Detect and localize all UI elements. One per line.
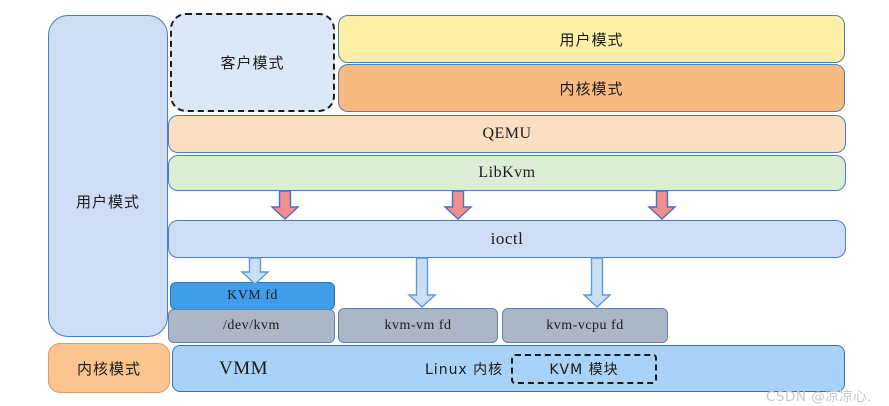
libkvm-label: LibKvm bbox=[478, 164, 536, 181]
red-down-arrow-icon-3 bbox=[647, 190, 677, 220]
left-kernel-mode-box: 内核模式 bbox=[48, 343, 170, 393]
left-user-mode-panel: 用户模式 bbox=[48, 15, 168, 337]
ioctl-label: ioctl bbox=[490, 229, 524, 248]
kvm-module-box: KVM 模块 bbox=[511, 354, 657, 384]
kvm-vm-fd-box: kvm-vm fd bbox=[338, 308, 498, 343]
kvm-vcpu-fd-box: kvm-vcpu fd bbox=[502, 308, 668, 343]
kvm-module-label: KVM 模块 bbox=[549, 362, 619, 378]
vmm-label: VMM bbox=[219, 357, 269, 379]
linux-kernel-panel: VMM Linux 内核 KVM 模块 bbox=[172, 345, 845, 392]
kvm-vm-fd-label: kvm-vm fd bbox=[384, 317, 452, 333]
guest-mode-label: 客户模式 bbox=[220, 54, 285, 72]
ioctl-layer-box: ioctl bbox=[168, 220, 846, 258]
top-kernel-mode-box: 内核模式 bbox=[338, 64, 845, 112]
red-down-arrow-icon-1 bbox=[270, 190, 300, 220]
qemu-label: QEMU bbox=[482, 125, 532, 142]
top-user-mode-label: 用户模式 bbox=[559, 30, 624, 49]
top-kernel-mode-label: 内核模式 bbox=[559, 79, 624, 98]
kvm-fd-label: KVM fd bbox=[227, 288, 278, 303]
libkvm-layer-box: LibKvm bbox=[168, 155, 846, 191]
guest-mode-box: 客户模式 bbox=[170, 13, 335, 112]
red-down-arrow-icon-2 bbox=[443, 190, 473, 220]
kvm-fd-box: KVM fd bbox=[170, 282, 335, 310]
blue-down-arrow-icon-1 bbox=[240, 257, 270, 285]
top-user-mode-box: 用户模式 bbox=[338, 15, 845, 63]
dev-kvm-label: /dev/kvm bbox=[223, 318, 280, 333]
kvm-vcpu-fd-label: kvm-vcpu fd bbox=[546, 317, 624, 333]
blue-down-arrow-icon-3 bbox=[582, 257, 612, 308]
linux-kernel-label: Linux 内核 bbox=[425, 361, 504, 378]
blue-down-arrow-icon-2 bbox=[407, 257, 437, 308]
dev-kvm-box: /dev/kvm bbox=[168, 309, 335, 343]
qemu-layer-box: QEMU bbox=[168, 115, 846, 153]
left-kernel-mode-label: 内核模式 bbox=[76, 359, 141, 378]
left-user-mode-label: 用户模式 bbox=[75, 192, 140, 211]
csdn-watermark: CSDN @凉凉心. bbox=[766, 389, 873, 405]
